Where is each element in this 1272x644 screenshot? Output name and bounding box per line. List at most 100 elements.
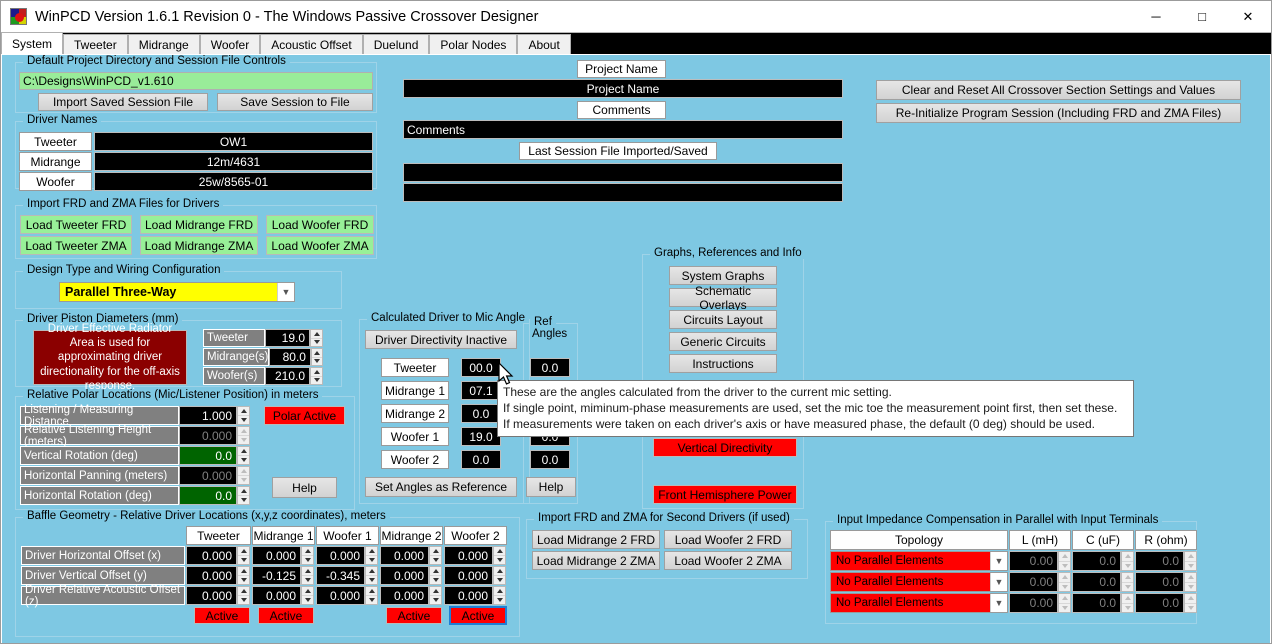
driver-name-value-midrange[interactable]: 12m/4631 [94,152,373,171]
impedance-r-2-spinner[interactable] [1184,572,1197,592]
piston-spinner-woofer[interactable] [310,367,323,385]
baffle-active-midrange1[interactable]: Active [258,607,314,624]
impedance-l-3[interactable]: 0.00 [1009,593,1058,613]
baffle-z-midrange1[interactable]: 0.000 [252,586,301,605]
baffle-y-midrange1-spinner[interactable] [301,566,314,585]
baffle-y-tweeter[interactable]: 0.000 [186,566,237,585]
polar-value-distance[interactable]: 1.000 [179,406,237,425]
baffle-z-tweeter[interactable]: 0.000 [186,586,237,605]
tab-acoustic-offset[interactable]: Acoustic Offset [260,34,363,54]
impedance-c-2[interactable]: 0.0 [1072,572,1121,592]
driver-name-value-woofer[interactable]: 25w/8565-01 [94,172,373,191]
baffle-x-midrange2-spinner[interactable] [429,546,442,565]
impedance-r-1-spinner[interactable] [1184,551,1197,571]
load-tweeter-zma-button[interactable]: Load Tweeter ZMA [20,236,132,255]
load-midrange2-zma-button[interactable]: Load Midrange 2 ZMA [532,551,660,570]
baffle-x-woofer1[interactable]: 0.000 [316,546,365,565]
baffle-y-woofer2[interactable]: 0.000 [444,566,493,585]
tab-polar-nodes[interactable]: Polar Nodes [429,34,518,54]
ref-angle-tweeter[interactable]: 0.0 [530,358,570,377]
baffle-y-woofer1[interactable]: -0.345 [316,566,365,585]
baffle-y-tweeter-spinner[interactable] [237,566,250,585]
baffle-z-midrange1-spinner[interactable] [301,586,314,605]
mic-angle-value-tweeter[interactable]: 00.0 [461,358,501,377]
save-session-button[interactable]: Save Session to File [217,93,373,111]
schematic-overlays-button[interactable]: Schematic Overlays [669,284,777,312]
impedance-l-1[interactable]: 0.00 [1009,551,1058,571]
polar-help-button[interactable]: Help [272,477,337,498]
tab-tweeter[interactable]: Tweeter [63,34,128,54]
baffle-z-woofer2[interactable]: 0.000 [444,586,493,605]
baffle-x-midrange1[interactable]: 0.000 [252,546,301,565]
vertical-directivity-button[interactable]: Vertical Directivity [653,438,797,457]
impedance-r-3-spinner[interactable] [1184,593,1197,613]
minimize-button[interactable]: ─ [1151,9,1161,24]
load-woofer2-zma-button[interactable]: Load Woofer 2 ZMA [664,551,792,570]
comments-field[interactable]: Comments [403,120,843,139]
baffle-y-woofer2-spinner[interactable] [493,566,506,585]
polar-spinner-distance[interactable] [237,406,250,425]
baffle-z-midrange2-spinner[interactable] [429,586,442,605]
tab-woofer[interactable]: Woofer [199,34,261,54]
tab-system[interactable]: System [1,32,64,54]
project-name-button[interactable]: Project Name [577,60,666,78]
project-name-field[interactable]: Project Name [403,79,843,98]
tab-duelund[interactable]: Duelund [362,34,430,54]
impedance-c-1-spinner[interactable] [1121,551,1134,571]
impedance-r-3[interactable]: 0.0 [1135,593,1184,613]
piston-spinner-midrange[interactable] [310,348,323,366]
baffle-z-woofer1[interactable]: 0.000 [316,586,365,605]
impedance-l-2[interactable]: 0.00 [1009,572,1058,592]
load-midrange-zma-button[interactable]: Load Midrange ZMA [140,236,258,255]
baffle-z-woofer2-spinner[interactable] [493,586,506,605]
load-woofer-frd-button[interactable]: Load Woofer FRD [266,215,374,234]
load-midrange-frd-button[interactable]: Load Midrange FRD [140,215,258,234]
last-session-button[interactable]: Last Session File Imported/Saved [519,142,717,160]
circuits-layout-button[interactable]: Circuits Layout [669,310,777,329]
impedance-topology-combo-1[interactable]: No Parallel Elements ▼ [830,551,1008,571]
instructions-button[interactable]: Instructions [669,354,777,373]
piston-value-woofer[interactable]: 210.0 [265,367,310,385]
piston-spinner-tweeter[interactable] [310,329,323,347]
baffle-z-midrange2[interactable]: 0.000 [380,586,429,605]
polar-spinner-horizontal-rotation[interactable] [237,486,250,505]
mic-angle-value-woofer1[interactable]: 19.0 [461,427,501,446]
clear-reset-button[interactable]: Clear and Reset All Crossover Section Se… [876,80,1241,100]
impedance-l-1-spinner[interactable] [1058,551,1071,571]
impedance-c-2-spinner[interactable] [1121,572,1134,592]
mic-angle-help-button[interactable]: Help [526,477,576,497]
baffle-x-tweeter[interactable]: 0.000 [186,546,237,565]
impedance-topology-combo-2[interactable]: No Parallel Elements ▼ [830,572,1008,592]
baffle-active-woofer2[interactable]: Active [449,606,507,625]
polar-active-button[interactable]: Polar Active [264,406,345,425]
load-tweeter-frd-button[interactable]: Load Tweeter FRD [20,215,132,234]
impedance-r-1[interactable]: 0.0 [1135,551,1184,571]
mic-angle-value-midrange1[interactable]: 07.1 [461,381,501,400]
impedance-topology-combo-3[interactable]: No Parallel Elements ▼ [830,593,1008,613]
impedance-l-2-spinner[interactable] [1058,572,1071,592]
piston-value-tweeter[interactable]: 19.0 [265,329,310,347]
piston-value-midrange[interactable]: 80.0 [269,348,311,366]
close-button[interactable]: ✕ [1242,8,1254,24]
design-type-combo[interactable]: Parallel Three-Way ▼ [59,282,295,302]
baffle-z-tweeter-spinner[interactable] [237,586,250,605]
baffle-y-midrange2[interactable]: 0.000 [380,566,429,585]
baffle-x-woofer2-spinner[interactable] [493,546,506,565]
load-midrange2-frd-button[interactable]: Load Midrange 2 FRD [532,530,660,549]
front-hemisphere-power-button[interactable]: Front Hemisphere Power [653,485,797,504]
project-directory-field[interactable]: C:\Designs\WinPCD_v1.610 [19,72,373,90]
baffle-y-midrange2-spinner[interactable] [429,566,442,585]
maximize-button[interactable]: □ [1198,9,1206,24]
load-woofer-zma-button[interactable]: Load Woofer ZMA [266,236,374,255]
baffle-x-midrange2[interactable]: 0.000 [380,546,429,565]
baffle-active-midrange2[interactable]: Active [386,607,442,624]
reinitialize-session-button[interactable]: Re-Initialize Program Session (Including… [876,103,1241,123]
tab-about[interactable]: About [517,34,571,54]
impedance-l-3-spinner[interactable] [1058,593,1071,613]
polar-spinner-vertical-rotation[interactable] [237,446,250,465]
baffle-y-midrange1[interactable]: -0.125 [252,566,301,585]
mic-angle-value-midrange2[interactable]: 0.0 [461,404,501,423]
baffle-y-woofer1-spinner[interactable] [365,566,378,585]
last-session-field-1[interactable] [403,163,843,182]
impedance-c-3-spinner[interactable] [1121,593,1134,613]
